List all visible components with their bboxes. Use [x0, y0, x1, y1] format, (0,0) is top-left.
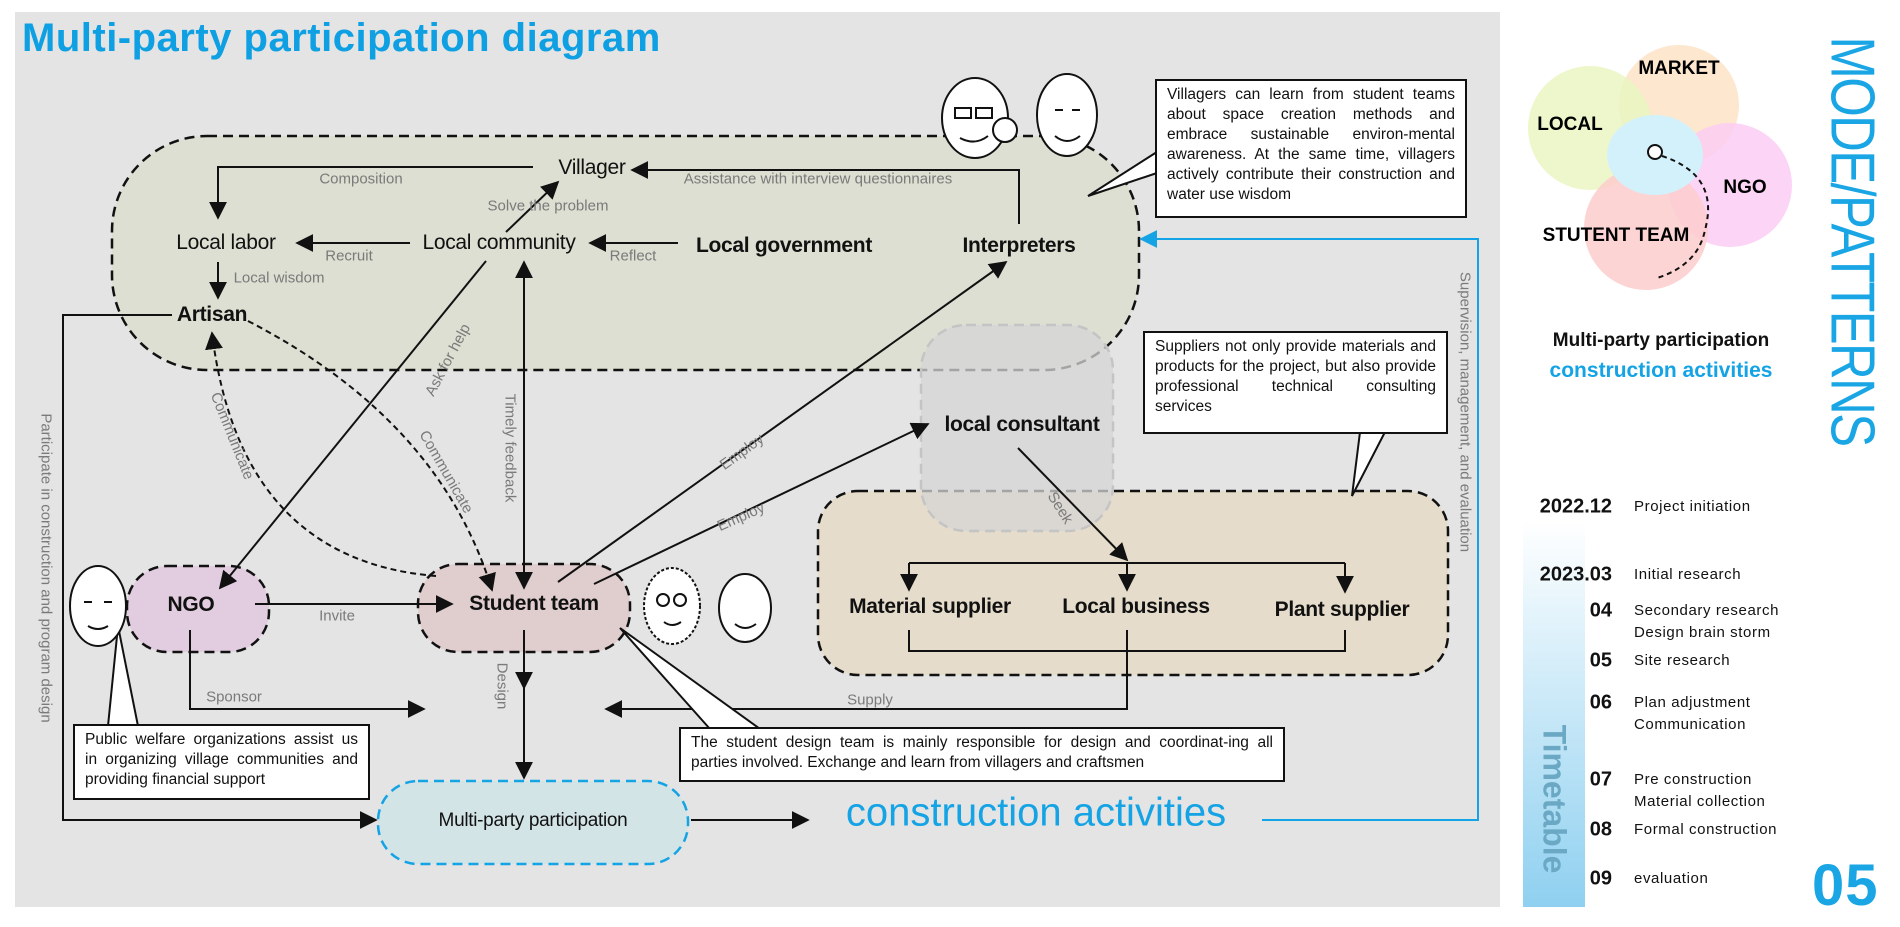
- venn-diagram: [1528, 45, 1792, 290]
- edge-employ-1: [557, 260, 1008, 583]
- venn-label-local: LOCAL: [1537, 114, 1603, 135]
- timeline-description: Secondary research Design brain storm: [1634, 602, 1780, 641]
- edge-employ-2: [593, 422, 930, 585]
- edge-communicate-2: [205, 331, 437, 577]
- edge-seek: [1017, 447, 1129, 562]
- edge-participate: [62, 314, 378, 829]
- callout-villagers: Villagers can learn from student teams a…: [1155, 79, 1467, 218]
- timeline-description: Plan adjustment Communication: [1634, 694, 1751, 733]
- supplier-group-box: [816, 489, 1450, 677]
- label-supply: Supply: [847, 691, 893, 709]
- edge-assistance: [630, 161, 1020, 224]
- timeline-description: Project initiation: [1634, 498, 1751, 515]
- label-assistance: Assistance with interview questionnaires: [683, 170, 953, 188]
- node-local-labor: Local labor: [176, 231, 276, 254]
- label-participate: Participate in construction and program …: [37, 413, 55, 723]
- multi-party-box: [376, 779, 690, 866]
- timeline-description: Initial research: [1634, 566, 1742, 583]
- callout-pointer-student: [619, 627, 764, 730]
- timeline-description: evaluation: [1634, 870, 1709, 887]
- ngo-face-illustration: [69, 565, 127, 647]
- vertical-title-text: MODE/PATTERNS: [1817, 36, 1887, 445]
- node-material-supplier: Material supplier: [849, 595, 1011, 618]
- venn-label-market: MARKET: [1638, 58, 1720, 79]
- edge-sponsor: [189, 630, 426, 718]
- timeline-date: 07: [1589, 768, 1612, 791]
- label-local-wisdom: Local wisdom: [233, 269, 325, 287]
- node-villager: Villager: [558, 156, 626, 179]
- node-ngo: NGO: [167, 593, 215, 616]
- label-sponsor: Sponsor: [206, 688, 262, 706]
- node-multi-party-participation: Multi-party participation: [438, 810, 628, 831]
- caption-multi-party: Multi-party participation: [1552, 330, 1770, 351]
- timeline-description: Site research: [1634, 652, 1731, 669]
- edge-communicate-1: [247, 320, 496, 592]
- edge-ask-help: [218, 260, 487, 590]
- page-number: 05: [1812, 853, 1879, 918]
- venn-label-ngo: NGO: [1723, 177, 1767, 198]
- edge-composition: [209, 166, 533, 220]
- label-invite: Invite: [319, 607, 355, 625]
- venn-dashed-leader: [1656, 155, 1710, 279]
- node-local-business: Local business: [1062, 595, 1210, 618]
- timeline-date: 2022.12: [1539, 495, 1612, 518]
- timeline-date: 06: [1589, 691, 1612, 714]
- label-reflect: Reflect: [609, 247, 657, 265]
- student-faces-illustration: [643, 567, 772, 645]
- timeline-description: Formal construction: [1634, 821, 1778, 838]
- callout-student-team: The student design team is mainly respon…: [679, 727, 1285, 782]
- label-solve-problem: Solve the problem: [487, 197, 609, 215]
- timeline-date: 05: [1589, 649, 1612, 672]
- local-group-box: [110, 134, 1141, 372]
- edge-supply: [604, 630, 1128, 718]
- edge-supervision: [1139, 230, 1479, 821]
- callout-pointer-suppliers: [1351, 431, 1387, 497]
- node-artisan: Artisan: [176, 303, 248, 326]
- page-title: Multi-party participation diagram: [22, 16, 661, 60]
- timeline-date: 04: [1589, 599, 1612, 622]
- node-local-government: Local government: [695, 234, 873, 257]
- node-plant-supplier: Plant supplier: [1274, 598, 1410, 621]
- timeline-date: 08: [1589, 818, 1612, 841]
- venn-label-student-team: STUTENT TEAM: [1542, 225, 1690, 246]
- callout-suppliers: Suppliers not only provide materials and…: [1143, 331, 1448, 434]
- label-composition: Composition: [319, 170, 403, 188]
- node-local-community: Local community: [422, 231, 576, 254]
- edge-solve: [505, 180, 560, 233]
- timetable-label-text: Timetable: [1536, 724, 1573, 873]
- node-student-team: Student team: [469, 592, 599, 615]
- callout-ngo: Public welfare organizations assist us i…: [73, 724, 370, 800]
- timeline-date: 2023.03: [1539, 563, 1612, 586]
- venn-center-dot: [1647, 144, 1663, 160]
- consultant-box: [919, 323, 1115, 533]
- caption-construction: construction activities: [1549, 359, 1773, 382]
- vertical-title: MODE/PATTERNS: [1818, 18, 1887, 463]
- timeline-date: 09: [1589, 867, 1612, 890]
- villager-faces-illustration: [941, 73, 1098, 159]
- venn-circle-student: [1584, 166, 1708, 290]
- timeline-description: Pre construction Material collection: [1634, 771, 1766, 810]
- node-interpreters: Interpreters: [962, 234, 1076, 257]
- node-local-consultant: local consultant: [944, 413, 1100, 436]
- node-construction-activities: construction activities: [845, 790, 1227, 835]
- label-timely-feedback: Timely feedback: [501, 393, 519, 503]
- label-recruit: Recruit: [325, 247, 373, 265]
- timetable-gradient-bar: [1523, 521, 1585, 907]
- label-design: Design: [493, 662, 511, 710]
